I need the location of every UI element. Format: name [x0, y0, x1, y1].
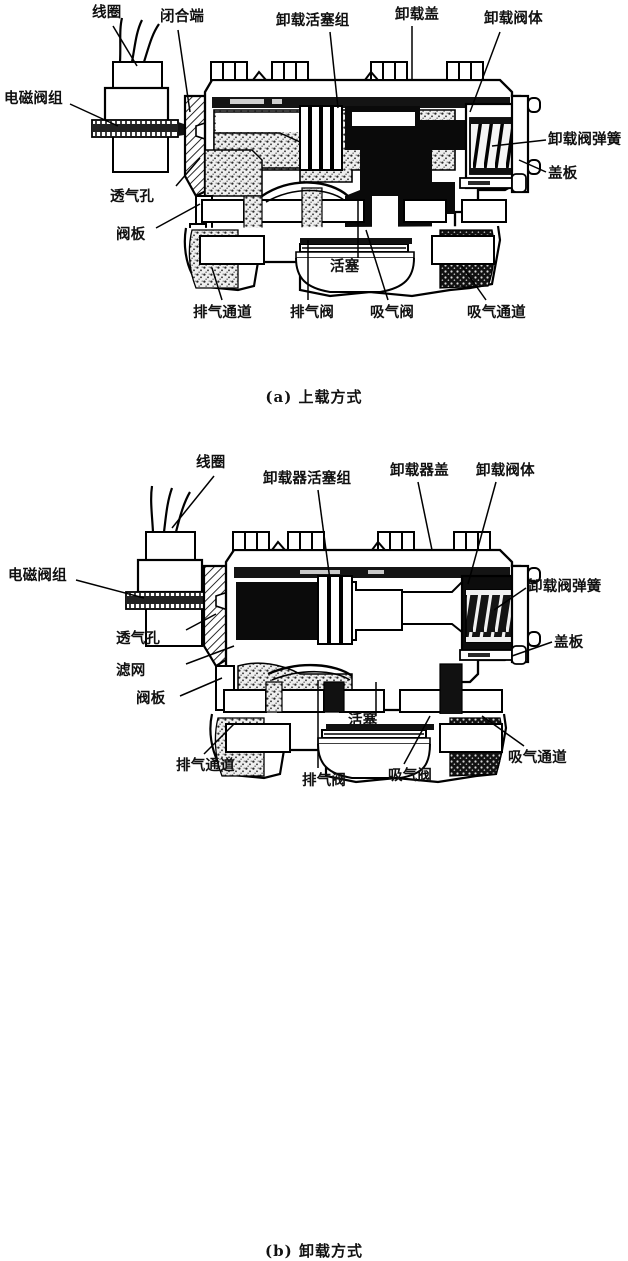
label-vent-hole: 透气孔	[110, 189, 155, 205]
label-solenoid-group: 电磁阀组	[4, 91, 63, 107]
figure-b-drawing	[0, 424, 628, 848]
figure-a-upload-mode: 线圈 闭合端 卸载活塞组 卸载盖 卸载阀体 电磁阀组 卸载阀弹簧 盖板 透气孔 …	[0, 0, 628, 424]
label-unloader-body: 卸载阀体	[476, 463, 535, 479]
label-unloader-spring: 卸载阀弹簧	[548, 132, 622, 148]
label-closed-end: 闭合端	[160, 9, 205, 25]
label-filter-screen: 滤网	[116, 663, 146, 679]
figure-a-caption: (a) 上载方式	[265, 388, 363, 406]
label-suction-valve: 吸气阀	[370, 305, 415, 321]
label-piston: 活塞	[330, 259, 360, 275]
label-vent-hole: 透气孔	[116, 631, 161, 647]
label-discharge-passage: 排气通道	[176, 758, 235, 774]
figure-a-drawing	[0, 0, 628, 424]
label-piston: 活塞	[348, 713, 378, 729]
label-unloader-piston: 卸载器活塞组	[263, 471, 352, 487]
figure-a-geometry	[91, 17, 541, 298]
label-unloader-body: 卸载阀体	[484, 11, 543, 27]
figure-b-geometry	[125, 485, 541, 784]
figure-a-leader-lines	[69, 25, 547, 301]
figure-b-caption: (b) 卸载方式	[265, 1242, 363, 1260]
label-cover-plate: 盖板	[554, 635, 584, 651]
figure-b-leader-lines	[75, 475, 553, 768]
label-unloader-cover: 卸载盖	[395, 7, 440, 23]
label-coil: 线圈	[196, 455, 226, 471]
label-suction-passage: 吸气通道	[508, 750, 567, 766]
figure-b-unload-mode: 线圈 卸载器活塞组 卸载器盖 卸载阀体 电磁阀组 卸载阀弹簧 透气孔 盖板 滤网…	[0, 424, 628, 1260]
label-unloader-spring: 卸载阀弹簧	[528, 579, 602, 595]
label-unloader-cover: 卸载器盖	[390, 463, 449, 479]
label-suction-passage: 吸气通道	[467, 305, 526, 321]
figure-b-svg	[75, 475, 553, 784]
label-valve-plate: 阀板	[116, 227, 146, 243]
label-cover-plate: 盖板	[548, 166, 578, 182]
label-unloader-piston: 卸载活塞组	[276, 13, 350, 29]
label-valve-plate: 阀板	[136, 691, 166, 707]
label-discharge-valve: 排气阀	[302, 773, 347, 789]
label-discharge-valve: 排气阀	[290, 305, 335, 321]
label-suction-valve: 吸气阀	[388, 768, 433, 784]
label-coil: 线圈	[92, 5, 122, 21]
figure-a-svg	[69, 17, 547, 301]
label-solenoid-group: 电磁阀组	[8, 568, 67, 584]
label-discharge-passage: 排气通道	[193, 305, 252, 321]
